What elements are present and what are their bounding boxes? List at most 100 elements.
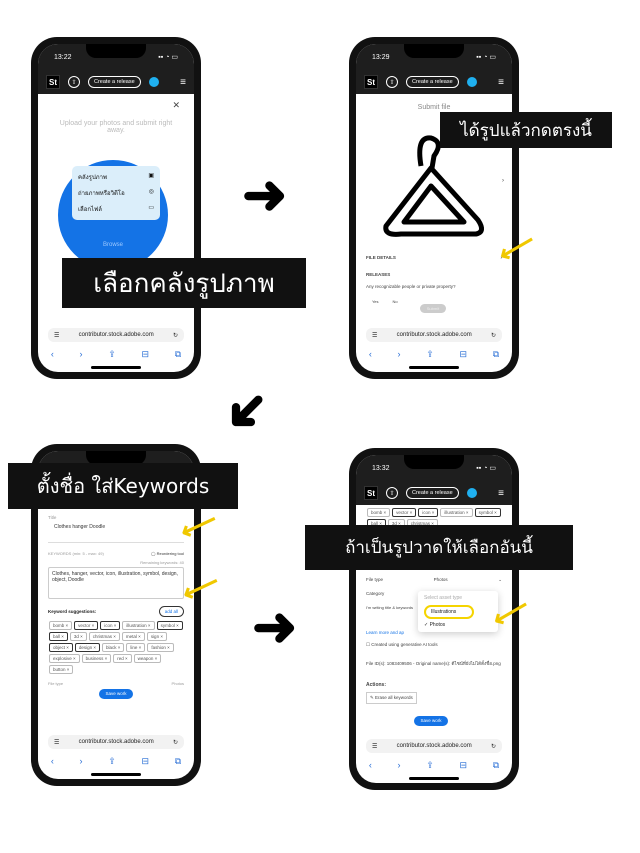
upload-modal: ✕ Upload your photos and submit right aw… — [38, 94, 194, 328]
menu-icon[interactable]: ≡ — [498, 76, 504, 88]
tabs-icon[interactable]: ⧉ — [174, 755, 182, 766]
close-icon[interactable]: ✕ — [172, 100, 180, 110]
yes-radio[interactable]: Yes — [372, 299, 379, 304]
signal-icon: ▪▪ ◔ ▭ — [476, 465, 496, 472]
submit-button[interactable]: Submit — [420, 304, 446, 313]
keywords-input[interactable]: Clothes, hanger, vector, icon, illustrat… — [48, 567, 184, 599]
keyword-chip[interactable]: button × — [49, 665, 74, 674]
bookmarks-icon[interactable]: ⊟ — [141, 348, 149, 359]
share-icon[interactable]: ⇪ — [108, 348, 116, 359]
back-icon[interactable]: ‹ — [50, 349, 54, 359]
label: คลังรูปภาพ — [78, 175, 107, 181]
keyword-chip[interactable]: fashion × — [147, 643, 174, 652]
file-details-form: Title Clothes hanger Doodle KEYWORDS (mi… — [38, 511, 194, 735]
url-bar[interactable]: ☰contributor.stock.adobe.com↻ — [366, 328, 502, 342]
create-release-button[interactable]: Create a release — [88, 76, 141, 88]
keyword-chip[interactable]: christmas × — [88, 632, 120, 641]
hanger-image[interactable] — [366, 116, 496, 244]
keyword-chip[interactable]: bomb × — [49, 621, 73, 630]
reload-icon[interactable]: ↻ — [490, 332, 496, 339]
no-radio[interactable]: No — [392, 299, 398, 304]
save-work-button[interactable]: Save work — [99, 689, 133, 699]
keyword-chip[interactable]: vector × — [392, 508, 417, 517]
avatar[interactable] — [466, 77, 477, 87]
share-icon[interactable]: ⇪ — [426, 759, 434, 770]
keyword-chip[interactable]: explosive × — [49, 654, 80, 663]
reordering-toggle[interactable]: ◯ Reordering tool — [151, 551, 184, 556]
url-bar[interactable]: ☰contributor.stock.adobe.com↻ — [366, 739, 502, 753]
add-all-button[interactable]: add all — [158, 606, 184, 617]
menu-item-take-photo[interactable]: ถ่ายภาพหรือวิดีโอ◎ — [78, 185, 154, 201]
reload-icon[interactable]: ↻ — [172, 332, 178, 339]
avatar[interactable] — [148, 77, 159, 87]
learn-more-link[interactable]: Learn more and ap — [366, 630, 405, 635]
option-photos[interactable]: ✓ Photos — [424, 622, 446, 628]
menu-item-photo-library[interactable]: คลังรูปภาพ▣ — [78, 169, 154, 185]
keyword-chip[interactable]: icon × — [100, 621, 121, 630]
forward-icon[interactable]: › — [397, 760, 401, 770]
avatar[interactable] — [466, 488, 477, 498]
logo[interactable]: St — [364, 486, 378, 500]
keyword-chip[interactable]: red × — [113, 654, 132, 663]
keywords-header: KEYWORDS (min: 5 - max: 49)◯ Reordering … — [48, 551, 184, 556]
upload-icon[interactable]: ⇧ — [386, 487, 398, 499]
create-release-button[interactable]: Create a release — [406, 76, 459, 88]
keyword-chip[interactable]: object × — [49, 643, 73, 652]
keyword-chip[interactable]: sign × — [146, 632, 167, 641]
keyword-chip[interactable]: metal × — [121, 632, 145, 641]
share-icon[interactable]: ⇪ — [108, 755, 116, 766]
upload-icon[interactable]: ⇧ — [386, 76, 398, 88]
logo[interactable]: St — [364, 75, 378, 89]
reload-icon[interactable]: ↻ — [490, 743, 496, 750]
keyword-chip[interactable]: vector × — [74, 621, 99, 630]
upload-icon[interactable]: ⇧ — [68, 76, 80, 88]
keyword-chip[interactable]: symbol × — [474, 508, 501, 517]
next-image-icon[interactable]: › — [502, 178, 504, 184]
back-icon[interactable]: ‹ — [368, 349, 372, 359]
reload-icon[interactable]: ↻ — [172, 739, 178, 746]
share-icon[interactable]: ⇪ — [426, 348, 434, 359]
back-icon[interactable]: ‹ — [368, 760, 372, 770]
bookmarks-icon[interactable]: ⊟ — [459, 759, 467, 770]
forward-icon[interactable]: › — [397, 349, 401, 359]
keyword-chip[interactable]: line × — [126, 643, 146, 652]
url-bar[interactable]: ☰contributor.stock.adobe.com↻ — [48, 328, 184, 342]
create-release-button[interactable]: Create a release — [406, 487, 459, 499]
keyword-chip[interactable]: symbol × — [156, 621, 183, 630]
keyword-chip[interactable]: ball × — [49, 632, 68, 641]
tabs-icon: ☰ — [372, 332, 378, 339]
bookmarks-icon[interactable]: ⊟ — [459, 348, 467, 359]
keyword-chip[interactable]: weapon × — [133, 654, 162, 663]
label: FILE DETAILS — [366, 255, 396, 260]
bookmarks-icon[interactable]: ⊟ — [141, 755, 149, 766]
file-details-row[interactable]: FILE DETAILS› — [366, 255, 502, 260]
logo[interactable]: St — [46, 75, 60, 89]
gen-ai-checkbox[interactable]: ☐ Created using generative AI tools — [366, 642, 438, 647]
keyword-chip[interactable]: bomb × — [367, 508, 391, 517]
forward-icon[interactable]: › — [79, 349, 83, 359]
keyword-chip[interactable]: illustration × — [122, 621, 155, 630]
tabs-icon[interactable]: ⧉ — [492, 348, 500, 359]
url-bar[interactable]: ☰contributor.stock.adobe.com↻ — [48, 735, 184, 749]
tabs-icon[interactable]: ⧉ — [174, 348, 182, 359]
value: Photos — [171, 681, 184, 686]
menu-icon[interactable]: ≡ — [498, 487, 504, 499]
keyword-chip[interactable]: 3d × — [69, 632, 87, 641]
option-illustrations[interactable]: Illustrations — [424, 605, 474, 619]
arrow-right-icon: ➜ — [252, 597, 298, 657]
menu-icon[interactable]: ≡ — [180, 76, 186, 88]
title-input[interactable]: Clothes hanger Doodle — [48, 520, 184, 543]
keyword-chip[interactable]: business × — [81, 654, 112, 663]
keyword-chip[interactable]: design × — [74, 643, 101, 652]
tabs-icon[interactable]: ⧉ — [492, 759, 500, 770]
keyword-chip[interactable]: illustration × — [440, 508, 473, 517]
keyword-chip[interactable]: black × — [102, 643, 125, 652]
erase-keywords-button[interactable]: ✎ Erase all keywords — [366, 692, 417, 704]
save-work-button[interactable]: Save work — [414, 716, 448, 726]
forward-icon[interactable]: › — [79, 756, 83, 766]
back-icon[interactable]: ‹ — [50, 756, 54, 766]
keyword-chip[interactable]: icon × — [418, 508, 439, 517]
menu-item-choose-file[interactable]: เลือกไฟล์▭ — [78, 201, 154, 217]
